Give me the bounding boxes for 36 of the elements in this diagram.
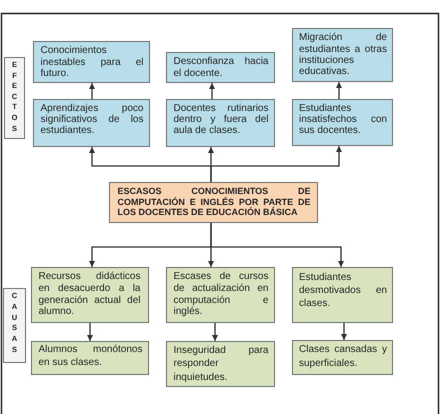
effect-text: Migración de estudiantes a otras instituciones educativas. — [299, 32, 387, 78]
effect-text: Aprendizajes poco significativos de los estudiantes. — [40, 103, 144, 136]
effect-text: Docentes rutinarios dentro y fuera del aula de clases. — [174, 103, 268, 136]
connector-arrow — [209, 83, 215, 99]
cause-box — [166, 267, 275, 323]
effect-text: Conocimientos inestables para el futuro. — [40, 45, 144, 80]
connector-arrow — [210, 223, 344, 267]
cause-box — [166, 341, 275, 387]
cause-text: Inseguridad para responder inquietudes. — [174, 344, 268, 385]
connector-arrow — [212, 323, 218, 341]
cause-text: Estudiantes desmotivados en clases. — [299, 270, 387, 310]
effect-box — [292, 28, 393, 82]
cause-text: Clases cansadas y superficiales. — [299, 343, 387, 371]
problem-text: ESCASOS CONOCIMIENTOS DE COMPUTACIÓN E INGLÉS POR PARTE DE LOS DOCENTES DE EDUCACIÓN BÁSICA — [118, 186, 310, 218]
section-label-box — [3, 288, 26, 363]
effect-box — [33, 41, 150, 83]
cause-text: Recursos didácticos en desacuerdo a la generación actual del alumno. — [38, 271, 140, 318]
effect-text: Estudiantes insatisfechos con sus docentes. — [299, 103, 387, 136]
connector-arrow — [89, 83, 95, 99]
cause-text: Alumnos monótonos en sus clases. — [38, 344, 142, 369]
cause-box — [31, 267, 149, 323]
effect-box — [292, 99, 393, 146]
effect-text: Desconfianza hacia el docente. — [174, 56, 268, 79]
problem-box — [109, 182, 318, 223]
effect-box — [33, 99, 150, 147]
cause-box — [292, 267, 393, 323]
section-label-box — [4, 57, 25, 139]
connector-arrow — [341, 323, 347, 340]
connector-arrow — [336, 82, 342, 99]
connector-arrow — [210, 146, 342, 182]
effect-box — [166, 99, 275, 147]
cause-text: Escases de cursos de actualización en computación e inglés. — [174, 271, 268, 318]
effect-box — [166, 52, 275, 83]
cause-box — [292, 340, 393, 375]
cause-box — [31, 341, 149, 375]
connector-arrow — [87, 323, 93, 341]
